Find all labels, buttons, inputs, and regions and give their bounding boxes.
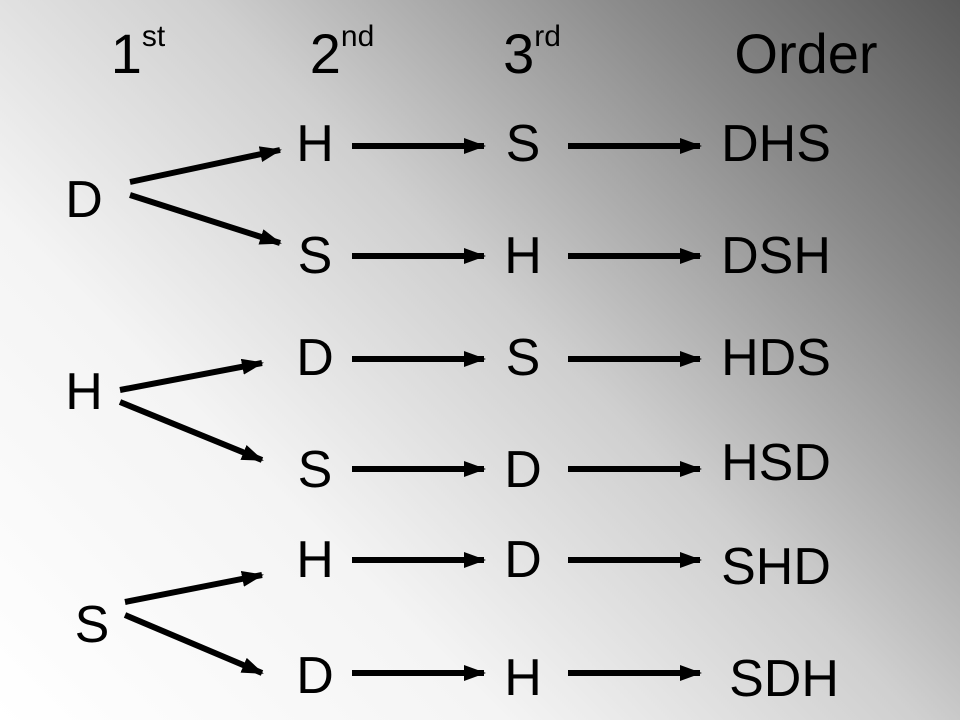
header-order: Order bbox=[734, 22, 878, 85]
order-row4: HSD bbox=[721, 434, 831, 492]
order-row2: DSH bbox=[721, 227, 831, 285]
header-second-suffix: nd bbox=[340, 20, 375, 53]
third-node-row1: S bbox=[505, 115, 541, 173]
second-node-row4: S bbox=[297, 441, 333, 499]
second-node-row3: D bbox=[296, 329, 334, 387]
header-third-suffix: rd bbox=[534, 20, 561, 53]
second-node-row5: H bbox=[296, 531, 334, 589]
first-node-h: H bbox=[65, 363, 103, 421]
branch-h-to-d bbox=[119, 358, 264, 393]
header-third: 3rd bbox=[503, 22, 561, 82]
order-row6: SDH bbox=[729, 650, 839, 708]
branch-s-to-d bbox=[123, 612, 264, 676]
branch-h-to-s bbox=[118, 399, 264, 463]
order-row3: HDS bbox=[721, 329, 831, 387]
third-node-row2: H bbox=[504, 227, 542, 285]
branch-d-to-h bbox=[129, 146, 282, 185]
order-row5: SHD bbox=[721, 538, 831, 596]
header-third-number: 3 bbox=[503, 22, 535, 85]
header-first-suffix: st bbox=[141, 20, 166, 53]
order-row1: DHS bbox=[721, 115, 831, 173]
first-node-s: S bbox=[74, 596, 110, 654]
third-node-row4: D bbox=[504, 441, 542, 499]
header-first: 1st bbox=[111, 22, 166, 82]
branch-s-to-h bbox=[124, 571, 264, 605]
header-first-number: 1 bbox=[110, 22, 142, 85]
header-second-number: 2 bbox=[309, 22, 341, 85]
branch-d-to-s bbox=[129, 192, 282, 246]
second-node-row6: D bbox=[296, 647, 334, 705]
second-node-row1: H bbox=[296, 115, 334, 173]
third-node-row6: H bbox=[504, 649, 542, 707]
first-node-d: D bbox=[65, 171, 103, 229]
header-second: 2nd bbox=[310, 22, 375, 82]
third-node-row5: D bbox=[504, 531, 542, 589]
third-node-row3: S bbox=[505, 329, 541, 387]
second-node-row2: S bbox=[297, 227, 333, 285]
